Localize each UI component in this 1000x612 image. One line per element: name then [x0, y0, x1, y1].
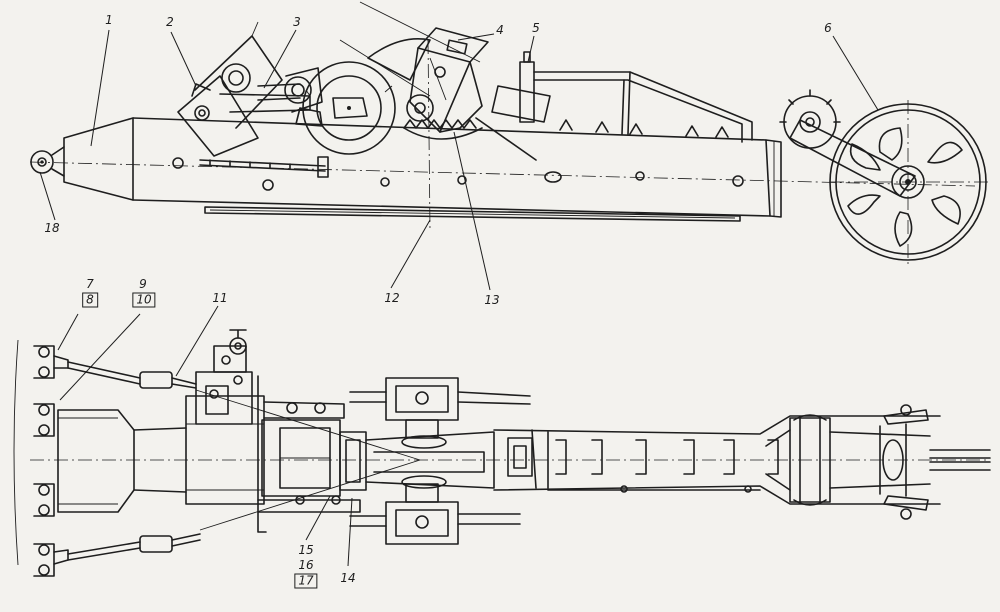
callout-7: 7: [86, 277, 94, 291]
callout-6: 6: [824, 21, 832, 35]
callout-10: 10: [132, 292, 156, 308]
leader-lines: [39, 29, 879, 567]
callout-8: 8: [82, 292, 98, 308]
callout-16: 16: [298, 558, 314, 572]
hitch-clevises: [33, 345, 69, 577]
callout-1: 1: [105, 13, 113, 27]
side-centerline: [29, 161, 976, 187]
leader-3: [263, 29, 297, 89]
main-beam: [132, 117, 782, 222]
leader-4: [457, 33, 495, 41]
gear-housing: [302, 1, 481, 155]
hitch-eye: [30, 146, 65, 177]
callout-2: 2: [166, 15, 174, 29]
drawbar-taper: [63, 117, 134, 201]
callout-5: 5: [532, 21, 540, 35]
leader-15-17: [305, 495, 331, 541]
side-view: [29, 1, 990, 265]
plan-shaft: [349, 377, 531, 545]
leader-5: [527, 35, 535, 63]
leader-9-10: [59, 313, 141, 401]
plan-frame: [185, 329, 265, 505]
leader-13: [453, 131, 491, 291]
plan-gearbox: [257, 375, 367, 533]
leader-14: [347, 497, 353, 567]
callout-3: 3: [293, 15, 301, 29]
leader-6: [832, 35, 879, 111]
wheel: [829, 100, 990, 265]
callout-9: 9: [139, 277, 147, 291]
leader-12: [390, 219, 431, 289]
upper-frame: [491, 51, 753, 143]
sprocket: [403, 117, 537, 161]
leader-2: [170, 31, 197, 87]
callout-4: 4: [496, 23, 504, 37]
callout-14: 14: [340, 571, 356, 585]
leader-18: [39, 171, 56, 221]
leader-7-8: [57, 313, 79, 351]
leader-11: [175, 305, 219, 377]
callout-18: 18: [44, 221, 60, 235]
callout-12: 12: [384, 291, 400, 305]
plan-drawbar: [57, 409, 187, 513]
hopper-bracket: [406, 27, 489, 133]
callout-15: 15: [298, 543, 314, 557]
plan-wheel-assembly: [765, 404, 991, 520]
lever-linkage: [177, 21, 323, 157]
leader-1: [90, 29, 110, 147]
callout-17: 17: [294, 573, 318, 589]
callout-11: 11: [212, 291, 228, 305]
callout-13: 13: [484, 293, 500, 307]
plan-rear-beam: [493, 415, 941, 505]
plan-view: [13, 329, 991, 577]
